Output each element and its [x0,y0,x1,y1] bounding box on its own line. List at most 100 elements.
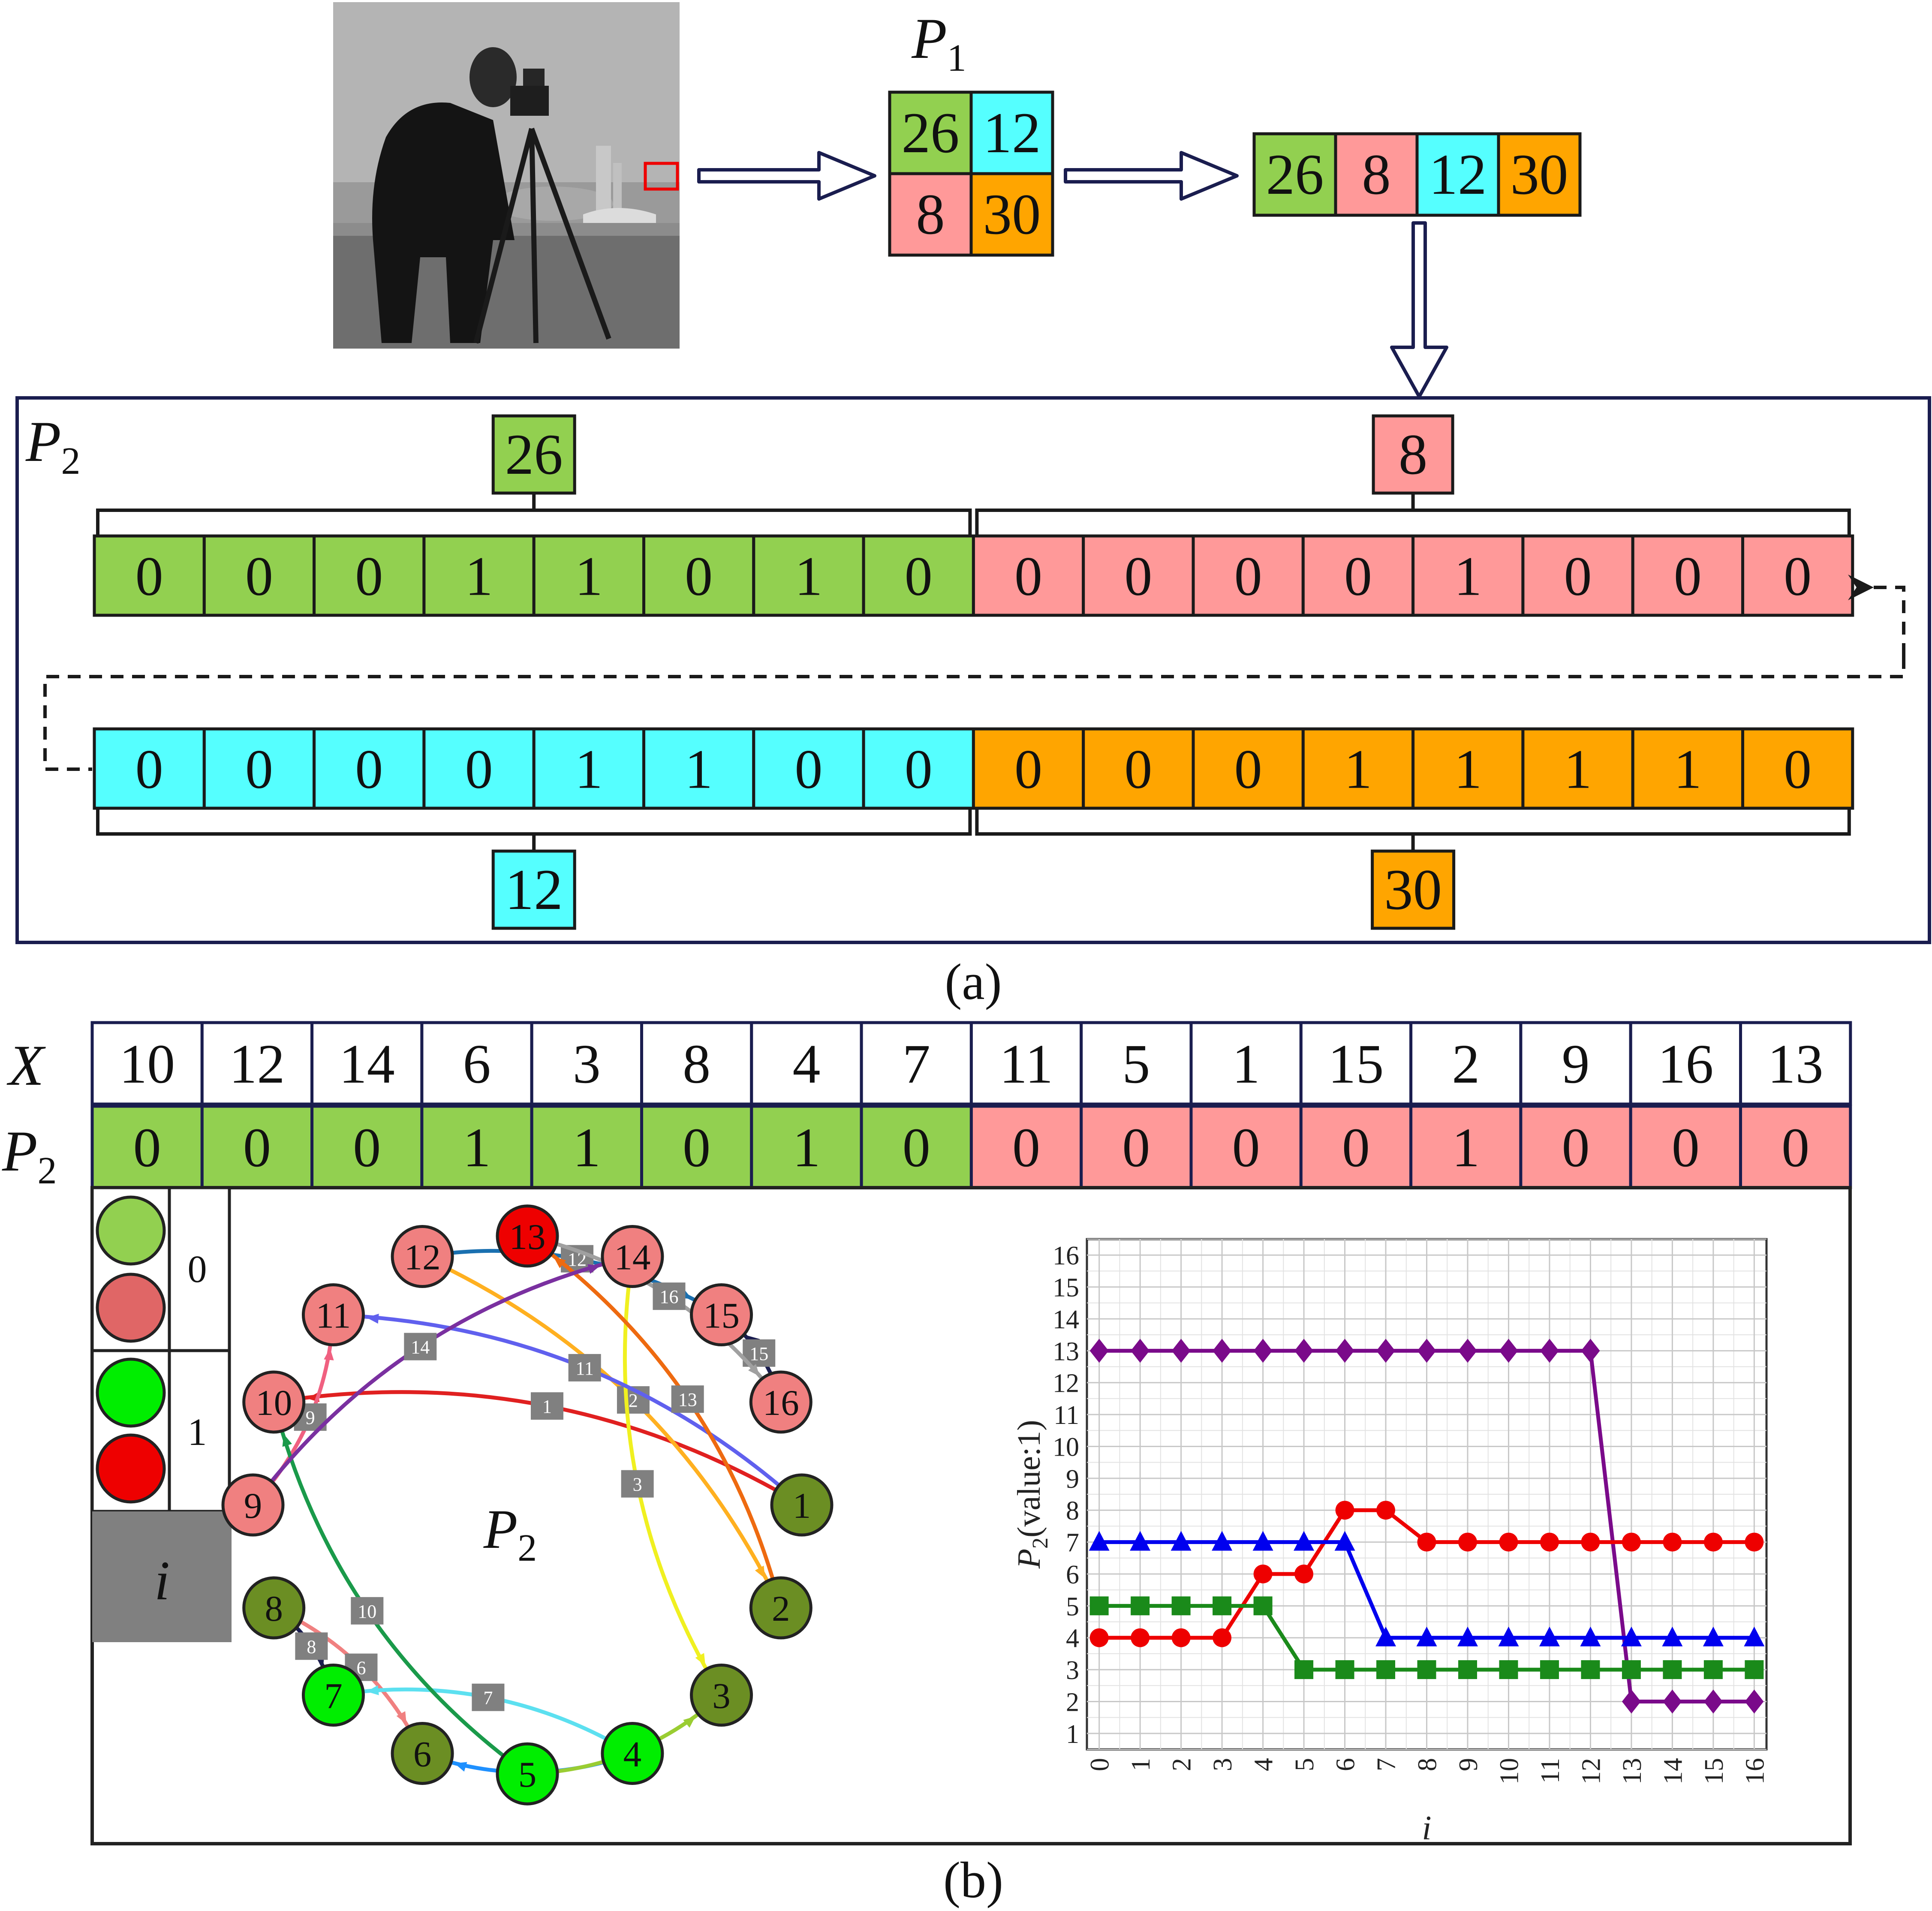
bit-cell [93,727,206,810]
y-tick-label: 14 [1053,1305,1079,1334]
p1-label-sub: 1 [947,37,966,79]
series-point [1294,1564,1314,1583]
graph-node-label: 1 [793,1486,811,1526]
x-tick-label: 14 [1658,1758,1688,1785]
edge-tag-value: 2 [629,1390,638,1411]
series-point [1294,1531,1315,1551]
x-tick-label: 16 [1740,1758,1769,1785]
edge-tag-value: 6 [356,1658,366,1679]
series-point [1703,1626,1724,1646]
series-point [1294,1660,1314,1679]
series-point [1131,1339,1150,1363]
x-cell [310,1021,424,1106]
series-point [1253,1564,1273,1583]
p2-cell [1409,1104,1523,1189]
series-point [1376,1501,1396,1520]
row-link-up [1857,586,1905,656]
edge-tag-value: 11 [575,1358,593,1379]
bit-value: 0 [1784,546,1812,608]
edge-tag-value: 13 [678,1389,697,1410]
series-point [1498,1626,1519,1646]
bit-value: 1 [465,546,493,608]
sequence-cell: 12 [1415,132,1500,217]
p2-cell [310,1104,424,1189]
x-tick-label: 3 [1208,1758,1237,1771]
p2-value: 0 [133,1117,161,1179]
graph-node-label: 8 [265,1589,283,1629]
p1-cell: 12 [969,90,1054,175]
bit-value: 0 [355,546,383,608]
y-tick-label: 3 [1066,1656,1079,1685]
x-tick-label: 11 [1536,1758,1565,1784]
y-tick-label: 16 [1053,1241,1079,1270]
series-point [1213,1339,1232,1363]
group-label-box [1371,849,1456,930]
p2-value: 0 [1782,1117,1809,1179]
x-tick-label: 4 [1249,1758,1279,1771]
series-point [1212,1531,1233,1551]
series-point [1253,1596,1273,1616]
series-point [1089,1531,1110,1551]
x-value: 1 [1232,1033,1260,1095]
x-cell [530,1021,643,1106]
series-point [1540,1660,1559,1679]
p2-value: 0 [1232,1117,1260,1179]
series-point [1416,1626,1437,1646]
edge-tag-value: 15 [749,1343,768,1364]
y-tick-label: 5 [1066,1592,1079,1621]
bit-cell [1192,727,1305,810]
bit-cell [1301,727,1415,810]
bit-cell [752,727,865,810]
x-value: 9 [1562,1033,1590,1095]
edge-tag-value: 14 [411,1337,430,1358]
series-point [1540,1532,1559,1552]
graph-node: 7 [301,1663,365,1727]
x-value: 6 [463,1033,491,1095]
series-point [1171,1596,1191,1616]
x-tick-label: 12 [1577,1758,1606,1785]
p1-cell: 8 [888,172,973,257]
series-point [1375,1626,1396,1646]
p1-cell: 26 [888,90,973,175]
y-tick-label: 1 [1066,1720,1079,1749]
graph-node-label: 9 [244,1486,262,1526]
graph-node-label: 14 [614,1237,650,1278]
x-value: 7 [903,1033,930,1095]
bit-value: 1 [1344,739,1372,801]
p2-panel [15,396,1931,944]
x-cell [1519,1021,1632,1106]
x-value: 14 [339,1033,395,1095]
bit-value: 1 [685,739,713,801]
series-point [1663,1689,1682,1714]
bit-value: 0 [685,546,713,608]
x-cell [1189,1021,1303,1106]
bit-value: 0 [1674,546,1702,608]
series-point [1089,1339,1109,1363]
series-point [1662,1626,1683,1646]
selected-block-marker [644,162,679,191]
series-point [1458,1339,1477,1363]
bit-cell [532,534,645,617]
edge-tag-value: 7 [483,1688,493,1709]
y-tick-label: 9 [1066,1465,1079,1494]
series-point [1458,1532,1477,1552]
series-point [1376,1339,1396,1363]
bit-cell [422,534,536,617]
x-cell [1739,1021,1852,1106]
bit-value: 1 [1454,739,1482,801]
graph-edge: 14 [251,1255,633,1506]
graph-edge: 16 [527,1234,782,1403]
x-tick-label: 5 [1290,1758,1319,1771]
graph-node-label: 12 [404,1237,441,1278]
y-tick-label: 8 [1066,1496,1079,1526]
series-point [1130,1531,1151,1551]
graph-node: 9 [221,1473,285,1537]
edge-tag [351,1597,384,1625]
bit-cell [1411,534,1525,617]
series-point [1622,1532,1641,1552]
graph-node-label: 15 [703,1296,740,1336]
group-brace [96,493,972,536]
graph-edge: 7 [333,1683,634,1755]
